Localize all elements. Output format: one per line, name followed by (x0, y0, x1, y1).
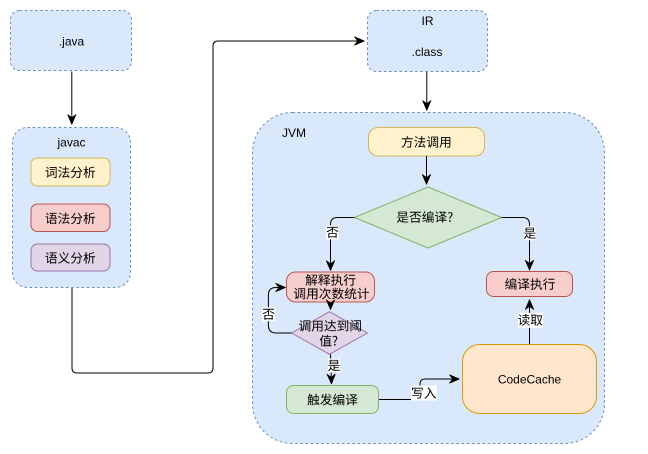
svg-text:CodeCache: CodeCache (498, 373, 562, 387)
svg-text:.java: .java (59, 35, 85, 49)
svg-text:IR: IR (422, 14, 434, 28)
svg-text:JVM: JVM (282, 126, 306, 140)
svg-text:javac: javac (56, 136, 85, 150)
svg-text:.class: .class (412, 45, 443, 59)
